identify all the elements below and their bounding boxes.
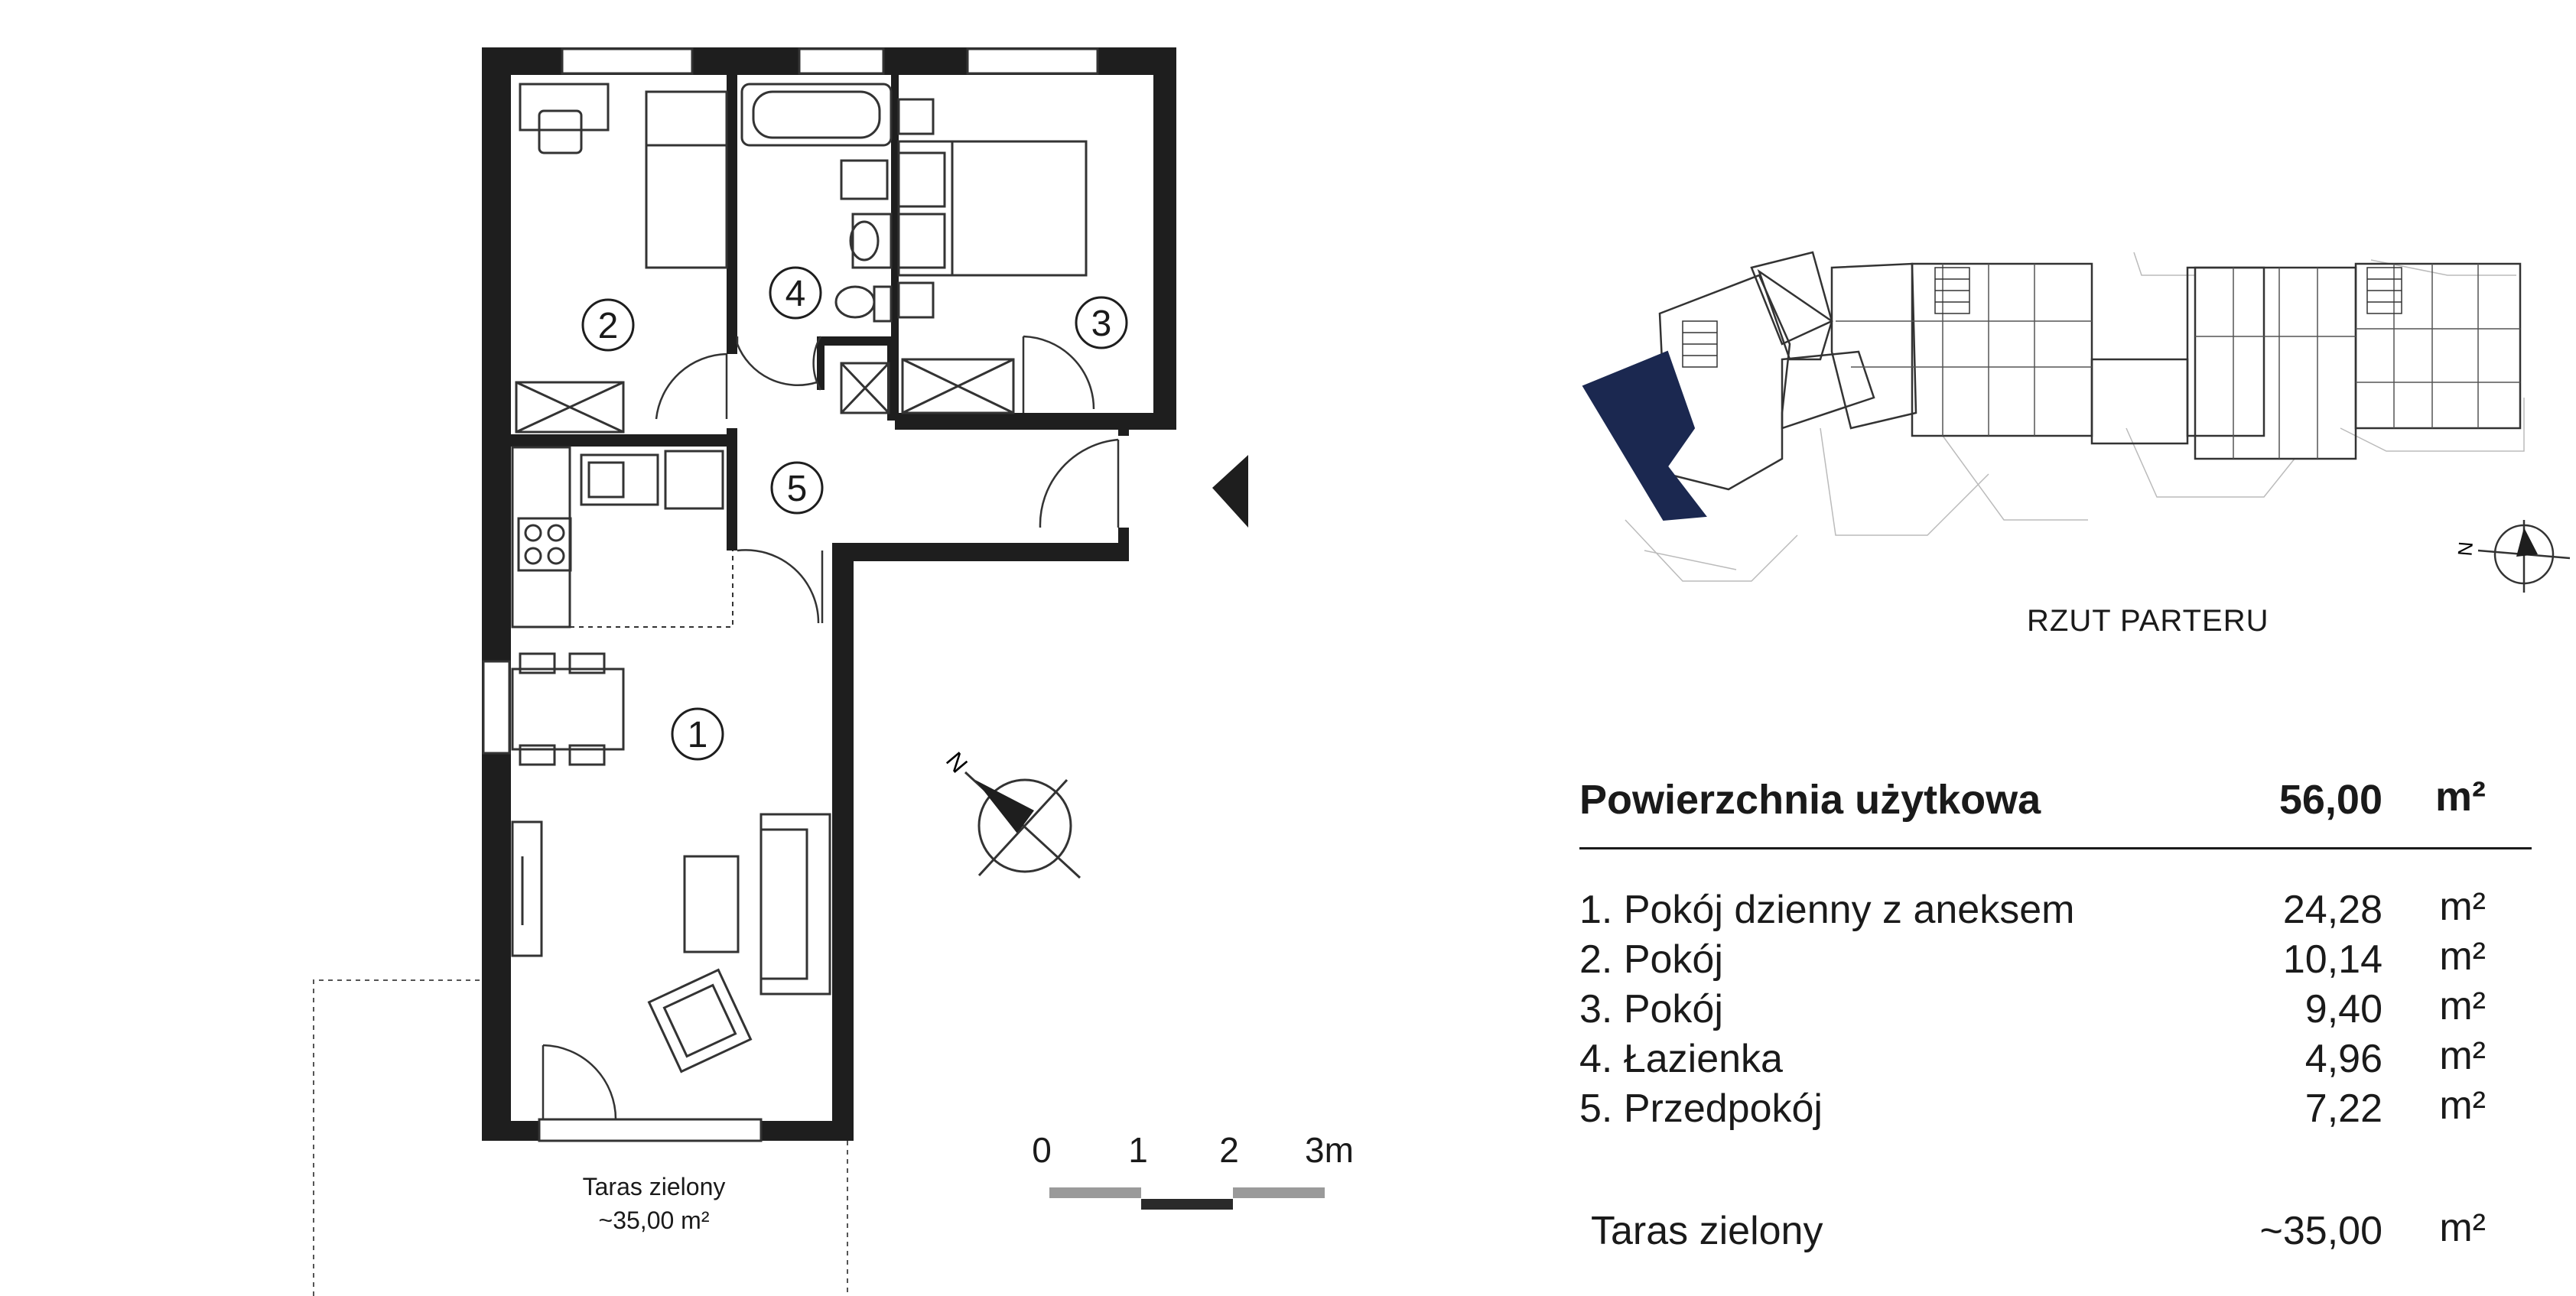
room-row: 1. Pokój dzienny z aneksem 24,28 m²	[1579, 885, 2528, 940]
desk	[519, 83, 610, 132]
fridge	[664, 450, 724, 510]
summary-row: Powierzchnia użytkowa 56,00 m²	[1579, 774, 2528, 830]
room-name: 2. Pokój	[1579, 937, 1723, 982]
terrace-plan-label-line2: ~35,00 m²	[598, 1207, 710, 1234]
terrace-unit: m²	[2439, 1206, 2486, 1250]
double-bed	[897, 140, 1088, 277]
room-row: 5. Przedpokój 7,22 m²	[1579, 1083, 2528, 1139]
room-unit: m²	[2439, 885, 2486, 929]
room-number-3: 3	[1091, 304, 1112, 344]
room-area: 4,96	[2304, 1037, 2382, 1081]
sofa	[759, 813, 831, 996]
terrace-row: Taras zielony ~35,00 m²	[1591, 1206, 2539, 1262]
cooktop	[517, 517, 572, 572]
bed-single	[645, 90, 728, 269]
scale-tick-2: 2	[1219, 1130, 1239, 1170]
room-unit: m²	[2439, 934, 2486, 979]
kitchen-sink	[580, 453, 659, 506]
room-unit: m²	[2439, 1083, 2486, 1128]
scale-tick-1: 1	[1128, 1130, 1148, 1170]
terrace-plan-label-line1: Taras zielony	[582, 1173, 726, 1200]
dining-table	[511, 667, 625, 751]
coffee-table	[683, 855, 740, 953]
wardrobe-3	[901, 358, 1015, 414]
site-plan-caption: RZUT PARTERU	[2027, 604, 2269, 638]
summary-unit: m²	[2435, 774, 2486, 820]
terrace-value: ~35,00	[2259, 1209, 2383, 1253]
nightstand	[897, 98, 935, 135]
scale-bar: 0 1 2 3m	[1032, 1130, 1354, 1210]
room-markers	[581, 266, 1128, 761]
sink	[851, 213, 893, 269]
furniture	[511, 83, 1088, 1074]
washer	[840, 159, 889, 200]
tv-unit	[511, 820, 543, 957]
terrace-outline	[313, 979, 482, 1296]
room-area: 10,14	[2282, 937, 2382, 982]
room-row: 4. Łazienka 4,96 m²	[1579, 1034, 2528, 1090]
chair	[538, 109, 583, 154]
doors	[542, 335, 1120, 1120]
room-area: 7,22	[2304, 1086, 2382, 1131]
scale-tick-0: 0	[1032, 1130, 1052, 1170]
site-plan	[1625, 251, 2525, 582]
terrace-plan-label: Taras zielony ~35,00 m²	[558, 1170, 750, 1237]
windows	[482, 47, 1099, 1142]
compass-icon	[964, 771, 1081, 879]
room-name: 3. Pokój	[1579, 987, 1723, 1031]
wardrobe-hall	[840, 362, 890, 414]
room-number-5: 5	[787, 469, 808, 509]
room-name: 5. Przedpokój	[1579, 1086, 1823, 1131]
wardrobe-2	[515, 381, 625, 434]
scale-tick-3: 3m	[1305, 1130, 1354, 1170]
room-name: 1. Pokój dzienny z aneksem	[1579, 888, 2075, 932]
armchair	[647, 968, 753, 1074]
room-number-4: 4	[785, 274, 806, 314]
room-name: 4. Łazienka	[1579, 1037, 1783, 1081]
room-area: 9,40	[2304, 987, 2382, 1031]
room-unit: m²	[2439, 984, 2486, 1028]
summary-value: 56,00	[2278, 777, 2382, 823]
bathtub	[740, 83, 893, 147]
room-row: 3. Pokój 9,40 m²	[1579, 984, 2528, 1040]
terrace-label: Taras zielony	[1591, 1209, 1823, 1253]
highlighted-apartment	[1582, 350, 1707, 521]
table-divider	[1579, 847, 2532, 849]
entrance-arrow-icon	[1212, 455, 1248, 528]
site-compass-icon	[2477, 520, 2571, 593]
nightstand	[897, 281, 935, 319]
room-row: 2. Pokój 10,14 m²	[1579, 934, 2528, 990]
summary-label: Powierzchnia użytkowa	[1579, 777, 2041, 823]
room-number-2: 2	[598, 306, 619, 346]
compass-letter: N	[941, 747, 973, 778]
room-number-1: 1	[688, 715, 708, 755]
site-compass-letter: N	[2453, 541, 2477, 557]
room-area: 24,28	[2282, 888, 2382, 932]
toilet	[834, 285, 876, 319]
room-unit: m²	[2439, 1034, 2486, 1078]
